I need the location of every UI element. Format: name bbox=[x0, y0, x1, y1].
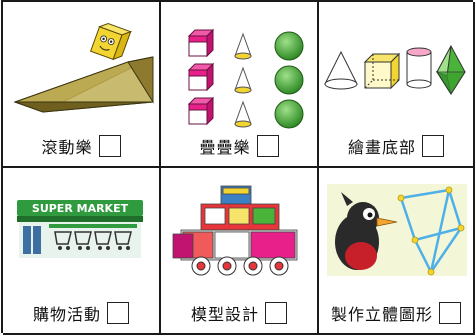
activity-card-model-design: 模型設計 bbox=[161, 168, 319, 335]
activity-label-stacking: 疊疊樂 bbox=[199, 138, 251, 157]
activity-card-stacking: 疊疊樂 bbox=[161, 2, 319, 168]
activity-card-making-3d-shapes: 製作立體圖形 bbox=[319, 168, 475, 335]
supermarket-sign-text: SUPER MARKET bbox=[32, 202, 129, 215]
activity-label-making-3d-shapes: 製作立體圖形 bbox=[330, 305, 433, 324]
checkbox-shopping[interactable] bbox=[107, 302, 129, 324]
3d-shapes-bases-icon bbox=[324, 44, 466, 95]
activity-card-rolling: 滾動樂 bbox=[3, 2, 161, 168]
activity-label-rolling: 滾動樂 bbox=[41, 138, 93, 157]
activity-caption: 模型設計 bbox=[161, 301, 317, 325]
activity-label-shopping: 購物活動 bbox=[32, 305, 101, 324]
activity-caption: 購物活動 bbox=[3, 301, 159, 325]
checkbox-stacking[interactable] bbox=[256, 135, 279, 157]
activity-caption: 滾動樂 bbox=[3, 134, 159, 158]
rolling-ramp-icon bbox=[13, 22, 154, 113]
activity-caption: 疊疊樂 bbox=[161, 134, 317, 158]
checkbox-rolling[interactable] bbox=[98, 135, 121, 157]
bird-frame-icon bbox=[327, 184, 467, 276]
box-model-robot-icon bbox=[172, 185, 298, 276]
activity-card-drawing-bases: 繪畫底部 bbox=[319, 2, 475, 168]
checkbox-drawing-bases[interactable] bbox=[422, 135, 444, 157]
checkbox-model-design[interactable] bbox=[265, 302, 287, 324]
stacking-shapes-icon bbox=[187, 28, 304, 129]
activity-caption: 製作立體圖形 bbox=[319, 301, 473, 325]
checkbox-making-3d-shapes[interactable] bbox=[439, 302, 461, 324]
activity-card-shopping: SUPER MARKET 購物 bbox=[3, 168, 161, 335]
activity-label-model-design: 模型設計 bbox=[190, 305, 259, 324]
activity-label-drawing-bases: 繪畫底部 bbox=[347, 138, 416, 157]
activity-caption: 繪畫底部 bbox=[319, 134, 473, 158]
supermarket-icon: SUPER MARKET bbox=[17, 200, 143, 258]
